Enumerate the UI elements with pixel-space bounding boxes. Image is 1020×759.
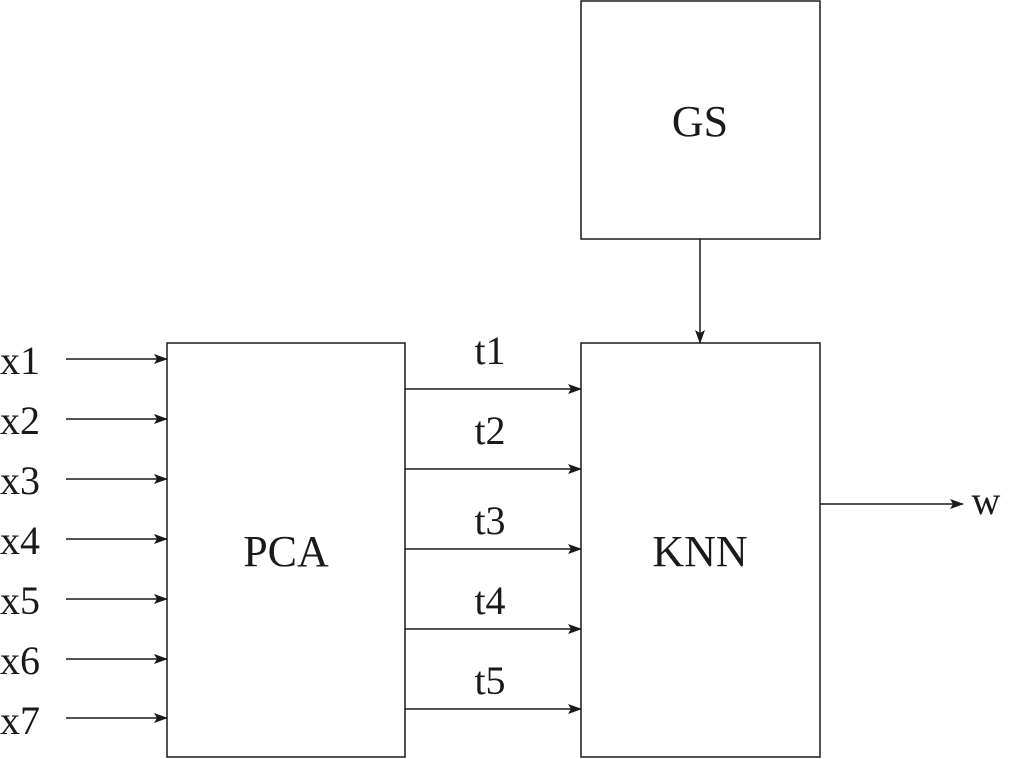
input-x3: x3 <box>0 458 168 503</box>
input-x7: x7 <box>0 698 168 743</box>
knn-label: KNN <box>652 527 747 576</box>
pca-label: PCA <box>243 527 329 576</box>
component-t1: t1 <box>405 328 582 394</box>
input-label: x6 <box>0 638 40 683</box>
input-x1: x1 <box>0 338 168 383</box>
component-label: t1 <box>474 328 505 373</box>
input-label: x5 <box>0 578 40 623</box>
input-label: x4 <box>0 518 40 563</box>
knn-block: KNN <box>580 342 821 758</box>
input-label: x1 <box>0 338 40 383</box>
component-label: t5 <box>474 658 505 703</box>
input-x6: x6 <box>0 638 168 683</box>
gs-block: GS <box>580 0 821 240</box>
input-label: x3 <box>0 458 40 503</box>
input-x4: x4 <box>0 518 168 563</box>
input-label: x2 <box>0 398 40 443</box>
component-t2: t2 <box>405 408 582 474</box>
component-label: t3 <box>474 498 505 543</box>
component-label: t2 <box>474 408 505 453</box>
component-t4: t4 <box>405 578 582 634</box>
component-t3: t3 <box>405 498 582 554</box>
input-signals: x1 x2 x3 x4 x5 x6 x7 <box>0 338 168 743</box>
input-x2: x2 <box>0 398 168 443</box>
output-label: w <box>972 478 1001 523</box>
output-signal: w <box>820 478 1001 523</box>
input-x5: x5 <box>0 578 168 623</box>
input-label: x7 <box>0 698 40 743</box>
component-signals: t1 t2 t3 t4 t5 <box>405 328 582 714</box>
component-t5: t5 <box>405 658 582 714</box>
gs-label: GS <box>672 97 728 146</box>
pca-block: PCA <box>166 342 406 758</box>
component-label: t4 <box>474 578 505 623</box>
